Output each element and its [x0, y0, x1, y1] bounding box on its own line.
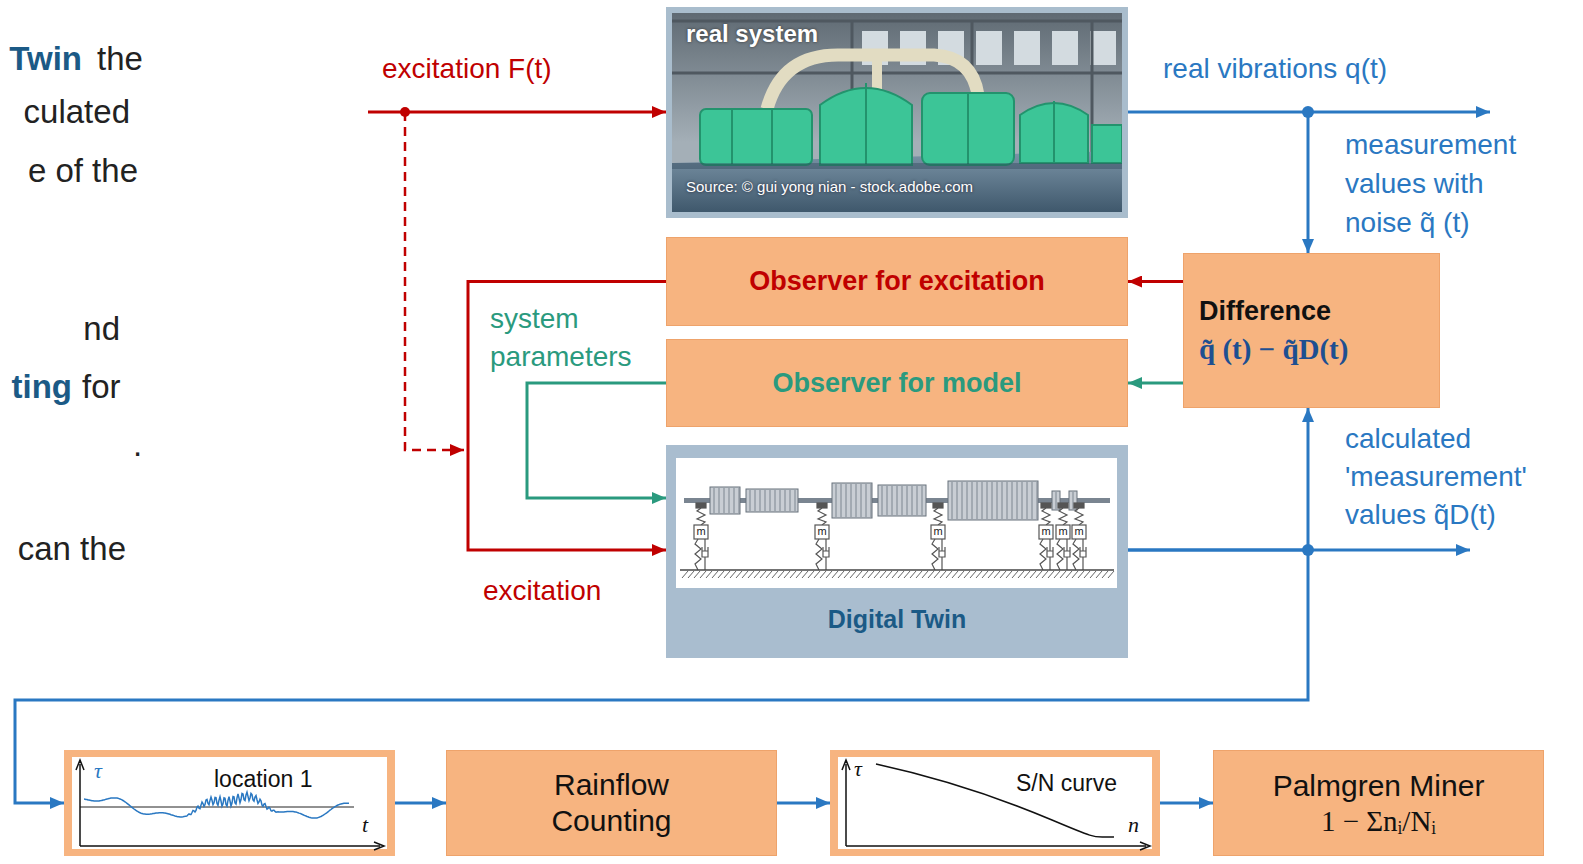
connector — [1128, 408, 1308, 550]
box-title: Observer for excitation — [749, 266, 1045, 297]
signal-label: excitation F(t) — [382, 53, 552, 85]
mass-symbol: m — [1039, 525, 1053, 539]
cut-off-text: e of the — [28, 152, 138, 190]
cut-off-text: . — [133, 426, 142, 464]
dashed-excitation-line — [405, 112, 464, 450]
observer-box: Observer for model — [666, 339, 1128, 427]
cut-off-text: can the — [18, 530, 126, 568]
mass-symbol: m — [815, 525, 829, 539]
edge-label: calculated 'measurement' values q̃D(t) — [1345, 420, 1545, 534]
box-title: Palmgren Miner — [1273, 768, 1485, 804]
mass-symbol: m — [1072, 525, 1086, 539]
excitation-input-line — [368, 111, 666, 114]
axis-label: τ — [854, 756, 862, 782]
digital-twin-box: Digital Twin — [666, 445, 1128, 658]
stress-plot-box: τ location 1 t — [64, 750, 395, 856]
formula: q̃ (t) − q̃D(t) — [1199, 333, 1348, 366]
connector — [468, 282, 666, 551]
mass-symbol: m — [1056, 525, 1070, 539]
connector — [1128, 280, 1183, 283]
process-box: Rainflow Counting — [446, 750, 777, 856]
cut-off-text: for — [82, 368, 121, 406]
mass-symbol: m — [694, 525, 708, 539]
cut-off-text: nd — [83, 310, 120, 348]
sn-curve-plot — [830, 750, 1160, 856]
photo-title: real system — [686, 20, 818, 48]
cut-off-text: ting — [12, 368, 72, 406]
cut-off-text: the — [97, 40, 143, 78]
cut-off-text: culated — [24, 93, 130, 131]
mass-symbol: m — [931, 525, 945, 539]
box-title: Difference — [1199, 296, 1331, 327]
connector — [777, 802, 830, 805]
edge-label: excitation — [483, 575, 601, 607]
axis-label: n — [1128, 812, 1139, 838]
photo-credit: Source: © gui yong nian - stock.adobe.co… — [686, 178, 973, 195]
cut-off-text: Twin — [9, 40, 82, 78]
observer-box: Observer for excitation — [666, 237, 1128, 326]
edge-label: system parameters — [490, 300, 650, 376]
process-box: Palmgren Miner1 − Σnᵢ/Nᵢ — [1213, 750, 1544, 856]
sn-plot-box: τS/N curve n — [830, 750, 1160, 856]
connector — [1128, 382, 1183, 385]
stress-time-plot — [64, 750, 395, 856]
edge-label: measurement values with noise q̃ (t) — [1345, 125, 1545, 242]
axis-label: τ — [94, 758, 102, 784]
vibration-output-line — [1308, 111, 1490, 114]
connector — [395, 802, 446, 805]
box-title: Rainflow Counting — [512, 767, 712, 839]
difference-box: Difference q̃ (t) − q̃D(t) — [1183, 253, 1440, 408]
connector — [1160, 802, 1213, 805]
box-title: Observer for model — [772, 368, 1021, 399]
axis-label: t — [362, 812, 368, 838]
formula: 1 − Σnᵢ/Nᵢ — [1321, 804, 1436, 839]
twin-output-line — [1308, 549, 1470, 552]
real-system-box: real systemSource: © gui yong nian - sto… — [666, 7, 1128, 218]
connector — [1128, 112, 1308, 253]
connector — [527, 383, 666, 498]
box-title: Digital Twin — [666, 605, 1128, 634]
plot-title: S/N curve — [1016, 770, 1117, 797]
signal-label: real vibrations q(t) — [1163, 53, 1387, 85]
plot-title: location 1 — [214, 766, 312, 793]
